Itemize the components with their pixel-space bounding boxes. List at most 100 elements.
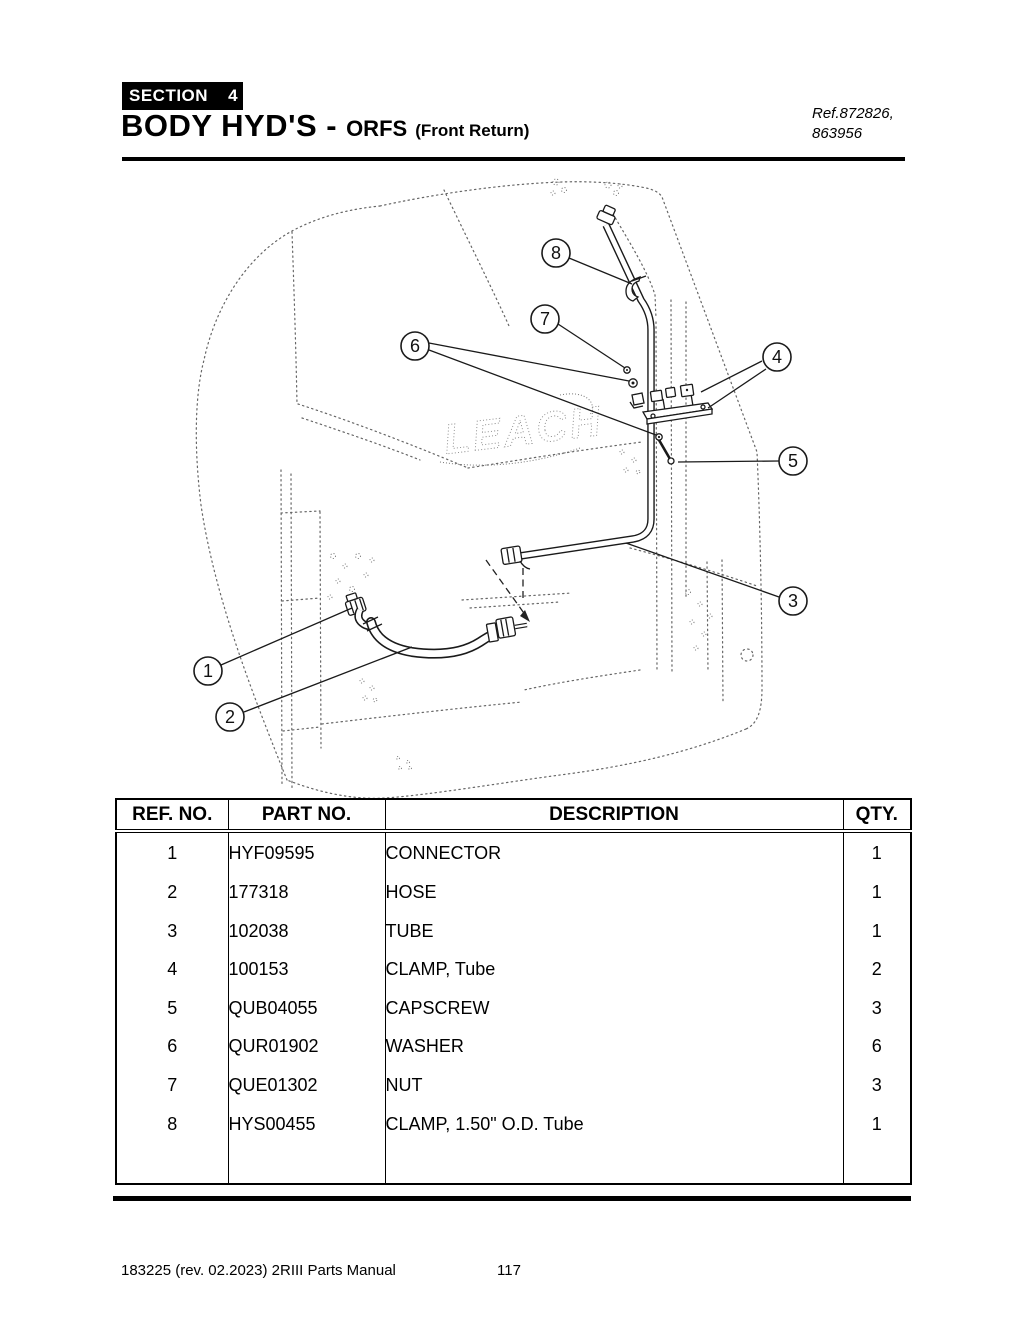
callout-3-label: 3 <box>788 591 798 611</box>
cell-qty: 3 <box>842 988 912 1028</box>
footer-manual-info: 183225 (rev. 02.2023) 2RIII Parts Manual <box>121 1262 396 1279</box>
callout-1: 1 <box>193 656 223 686</box>
cell-qty: 6 <box>842 1027 912 1067</box>
cell-desc: CONNECTOR <box>384 831 844 874</box>
ref-line-1: Ref.872826, <box>812 105 894 122</box>
cell-part: 102038 <box>227 911 386 951</box>
leader-6 <box>428 342 657 436</box>
cell-part: QUB04055 <box>227 988 386 1028</box>
table-row: 7 QUE01302 NUT 3 <box>115 1066 912 1105</box>
callout-2-label: 2 <box>225 707 235 727</box>
leader-4 <box>700 360 767 409</box>
clamp-bracket-assembly <box>629 383 714 425</box>
section-number: 4 <box>228 86 238 105</box>
leader-2 <box>243 646 413 713</box>
callout-2: 2 <box>215 702 245 732</box>
header-ref-no: REF. NO. <box>115 799 229 833</box>
cell-desc: CAPSCREW <box>384 988 844 1028</box>
cell-part: QUE01302 <box>227 1066 386 1105</box>
cell-part: HYF09595 <box>227 831 386 874</box>
cell-qty: 1 <box>842 911 912 951</box>
leader-7 <box>557 323 626 369</box>
cell-qty: 1 <box>842 873 912 912</box>
body-framework <box>280 213 758 789</box>
hose-end-ferrule <box>485 616 517 643</box>
cell-ref: 3 <box>115 911 229 951</box>
callout-6-label: 6 <box>410 336 420 356</box>
table-row: 8 HYS00455 CLAMP, 1.50" O.D. Tube 1 <box>115 1104 912 1144</box>
table-row: 5 QUB04055 CAPSCREW 3 <box>115 988 912 1028</box>
body-outline <box>195 181 763 799</box>
table-filler-cell <box>842 1143 912 1184</box>
callout-8: 8 <box>541 238 571 268</box>
footer-page-number: 117 <box>497 1262 521 1279</box>
cell-desc: CLAMP, Tube <box>384 950 844 989</box>
section-label: SECTION <box>129 86 209 105</box>
table-row: 1 HYF09595 CONNECTOR 1 <box>115 831 912 874</box>
cell-ref: 2 <box>115 873 229 912</box>
reference-numbers: Ref.872826, 863956 <box>812 104 894 144</box>
table-filler-row <box>115 1143 912 1184</box>
cell-qty: 1 <box>842 831 912 874</box>
cell-part: 177318 <box>227 873 386 912</box>
callout-5: 5 <box>778 446 808 476</box>
tube-elbow-stub <box>519 560 531 570</box>
capscrew-part5 <box>657 439 675 465</box>
cluster-top-left <box>550 178 567 196</box>
dashed-pointers <box>485 559 530 622</box>
leader-8 <box>568 257 633 285</box>
cluster-right-lower <box>685 589 713 651</box>
cell-part: HYS00455 <box>227 1104 386 1144</box>
callout-5-label: 5 <box>788 451 798 471</box>
footer-rule <box>113 1196 911 1201</box>
cell-desc: NUT <box>384 1066 844 1105</box>
return-tube <box>500 204 655 570</box>
callout-1-label: 1 <box>203 661 213 681</box>
cell-part: QUR01902 <box>227 1027 386 1067</box>
tube-top-fitting <box>596 204 616 226</box>
parts-diagram: LEACH <box>193 178 808 799</box>
header-description: DESCRIPTION <box>384 799 844 833</box>
callout-8-label: 8 <box>551 243 561 263</box>
callout-4-label: 4 <box>772 347 782 367</box>
bolt-part6b <box>655 433 663 441</box>
table-row: 2 177318 HOSE 1 <box>115 873 912 912</box>
leader-lines <box>220 257 780 713</box>
leach-watermark: LEACH <box>439 393 606 466</box>
cluster-top-right <box>604 181 623 196</box>
cell-desc: WASHER <box>384 1027 844 1067</box>
cell-qty: 3 <box>842 1066 912 1105</box>
title-main: BODY HYD'S - <box>121 108 338 143</box>
table-filler-cell <box>384 1143 844 1184</box>
cluster-bottom-marks <box>396 756 412 770</box>
callout-4: 4 <box>762 342 792 372</box>
callout-7-label: 7 <box>540 309 550 329</box>
cell-ref: 7 <box>115 1066 229 1105</box>
title-sub: ORFS <box>346 116 408 141</box>
cell-qty: 1 <box>842 1104 912 1144</box>
cell-ref: 6 <box>115 1027 229 1067</box>
cluster-left-lower <box>359 678 378 703</box>
cell-ref: 5 <box>115 988 229 1028</box>
cluster-mid-channel <box>619 449 641 475</box>
leader-1 <box>220 607 353 666</box>
washer-part6 <box>628 378 638 388</box>
cell-desc: TUBE <box>384 911 844 951</box>
cell-qty: 2 <box>842 950 912 989</box>
table-filler-cell <box>227 1143 386 1184</box>
callout-6: 6 <box>400 331 430 361</box>
header-qty: QTY. <box>842 799 912 833</box>
callout-3: 3 <box>778 586 808 616</box>
leader-3 <box>625 542 780 598</box>
cell-ref: 1 <box>115 831 229 874</box>
table-row: 3 102038 TUBE 1 <box>115 911 912 951</box>
section-banner: SECTION 4 <box>122 82 243 110</box>
parts-table: REF. NO. PART NO. DESCRIPTION QTY. 1 HYF… <box>115 798 912 1185</box>
cell-desc: CLAMP, 1.50" O.D. Tube <box>384 1104 844 1144</box>
table-row: 6 QUR01902 WASHER 6 <box>115 1027 912 1067</box>
hose-part2 <box>354 608 528 659</box>
table-row: 4 100153 CLAMP, Tube 2 <box>115 950 912 989</box>
callout-7: 7 <box>530 304 560 334</box>
cell-ref: 4 <box>115 950 229 989</box>
